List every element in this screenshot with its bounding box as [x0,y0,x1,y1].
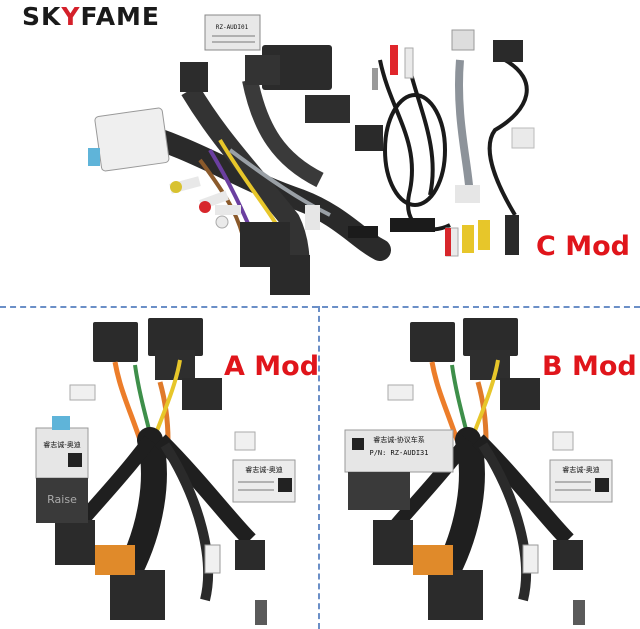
c-mod-label: C Mod [536,231,630,262]
b-box-label: 睿志诚-协议车系 [373,435,425,444]
a-side-label: 睿志诚-奥迪 [245,465,283,474]
a-mod-label: A Mod [224,351,319,382]
horizontal-divider [0,306,640,308]
b-side-label: 睿志诚-奥迪 [562,465,600,474]
a-mod-harness: 睿志诚-奥迪 Raise 睿志诚-奥迪 [35,318,296,625]
a-box-brand: Raise [47,493,77,506]
b-mod-label: B Mod [542,351,637,382]
b-mod-harness: 睿志诚-协议车系 P/N: RZ-AUDI31 睿志诚-奥迪 [344,318,613,625]
b-box-model: P/N: RZ-AUDI31 [369,449,428,457]
brand-logo: SKYFAME [22,2,161,31]
vertical-divider [318,306,320,629]
c-box-label: RZ-AUDI01 [216,24,249,31]
a-box-label: 睿志诚-奥迪 [43,440,81,449]
c-mod-harness: RZ-AUDI01 [88,14,535,295]
